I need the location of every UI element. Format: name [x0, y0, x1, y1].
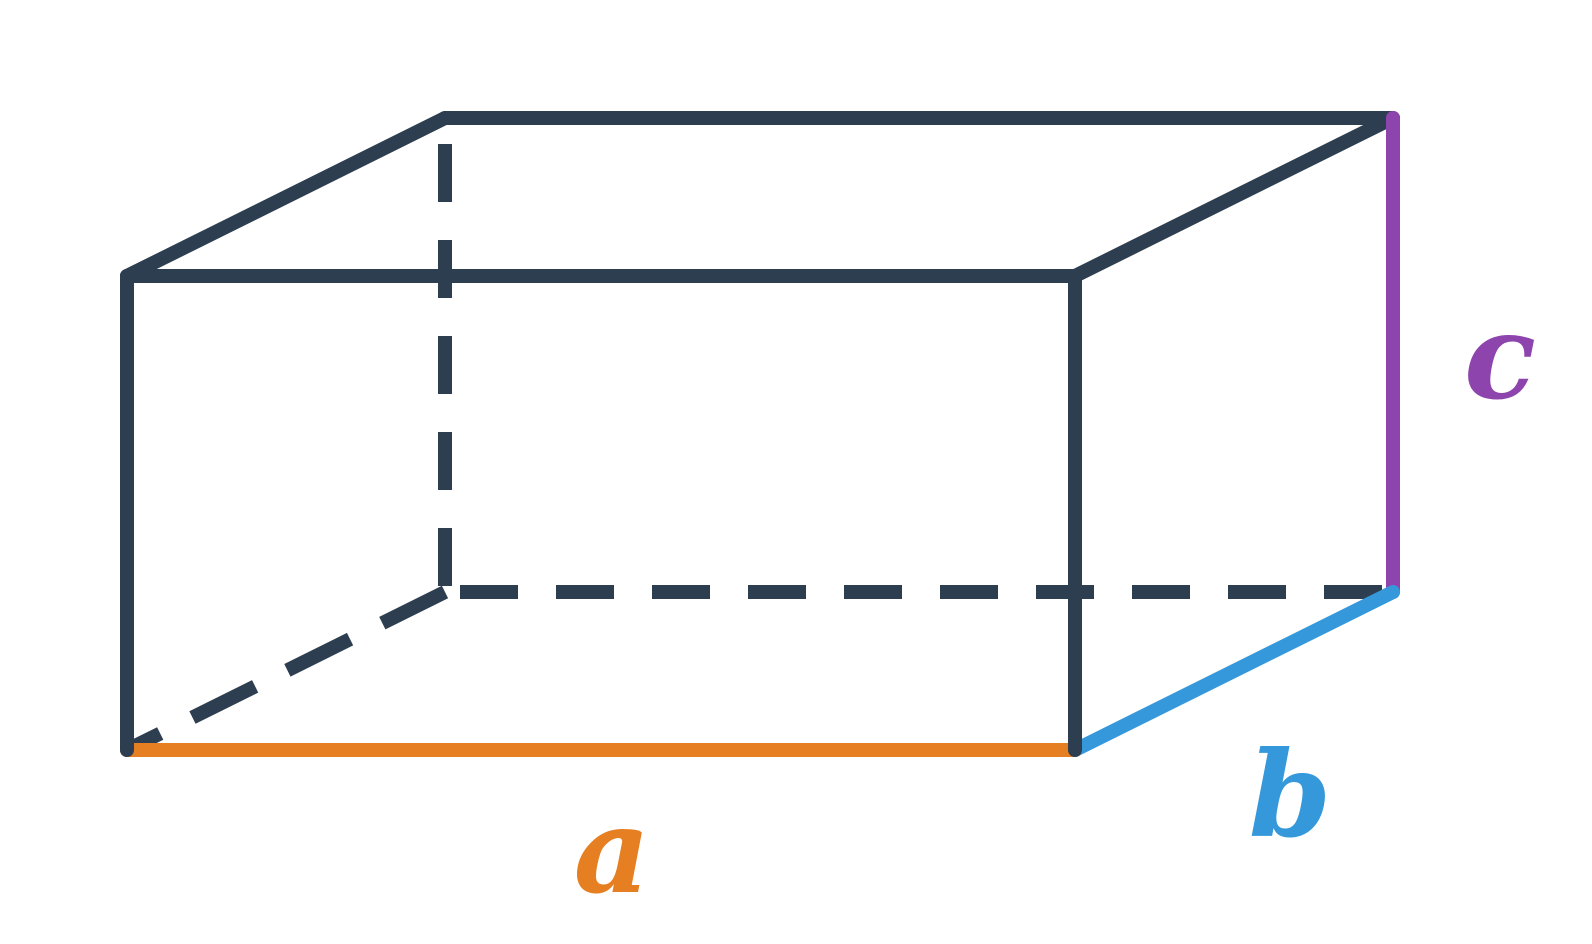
label-a: a: [574, 781, 650, 920]
edge-top-right-depth: [1068, 111, 1400, 283]
hidden-edge-depth-bottom-left: [123, 585, 449, 757]
label-c: c: [1464, 287, 1536, 426]
edge-b-depth: [1068, 585, 1400, 757]
edge-top-left-depth: [120, 111, 452, 283]
label-b: b: [1249, 725, 1332, 864]
